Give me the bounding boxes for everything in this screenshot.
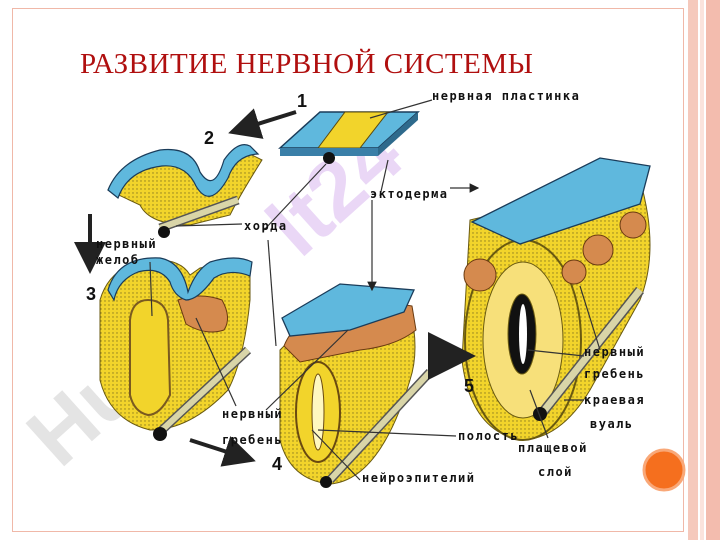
label-marginal-veil-line1: краевая	[584, 393, 645, 407]
decor-stripe	[700, 0, 704, 540]
stage-number-4: 4	[272, 454, 282, 474]
label-mantle-layer-line1: плащевой	[518, 441, 588, 455]
stage-arrows	[74, 108, 476, 467]
label-leaders	[149, 99, 601, 481]
label-ectoderm: эктодерма	[370, 187, 449, 201]
decor-stripe	[706, 0, 720, 540]
stage-4-neural-tube	[279, 283, 434, 488]
label-neuroepithelium: нейроэпителий	[362, 471, 475, 485]
label-mantle-layer-line2: слой	[538, 465, 573, 479]
stage-number-5: 5	[464, 376, 474, 396]
label-neural-crest-2-line1: нервный	[584, 345, 645, 359]
arrow-1-to-2	[228, 108, 297, 139]
label-neural-crest-2-line2: гребень	[584, 367, 645, 381]
label-neural-groove-line1: нервный	[96, 237, 157, 251]
stage-2-neural-groove	[107, 144, 263, 238]
label-neural-crest-1-line1: нервный	[222, 407, 283, 421]
label-cavity: полость	[458, 429, 519, 443]
stage-5-developed-tube	[461, 157, 651, 441]
slide-title: РАЗВИТИЕ НЕРВНОЙ СИСТЕМЫ	[80, 48, 534, 80]
label-marginal-veil-line2: вуаль	[590, 417, 634, 431]
decor-stripe	[688, 0, 698, 540]
label-neural-groove-line2: желоб	[96, 253, 140, 267]
label-notochord: хорда	[244, 219, 288, 233]
stage-number-2: 2	[204, 128, 214, 148]
label-neural-crest-1-line2: гребень	[222, 433, 283, 447]
accent-circle	[642, 448, 686, 492]
slide-frame	[12, 8, 684, 532]
stage-3-neural-fold	[99, 257, 253, 441]
stage-1-neural-plate	[278, 111, 420, 164]
arrow-3-to-4	[189, 436, 256, 467]
stage-number-3: 3	[86, 284, 96, 304]
label-neural-plate: нервная пластинка	[432, 89, 580, 103]
stage-number-1: 1	[297, 91, 307, 111]
